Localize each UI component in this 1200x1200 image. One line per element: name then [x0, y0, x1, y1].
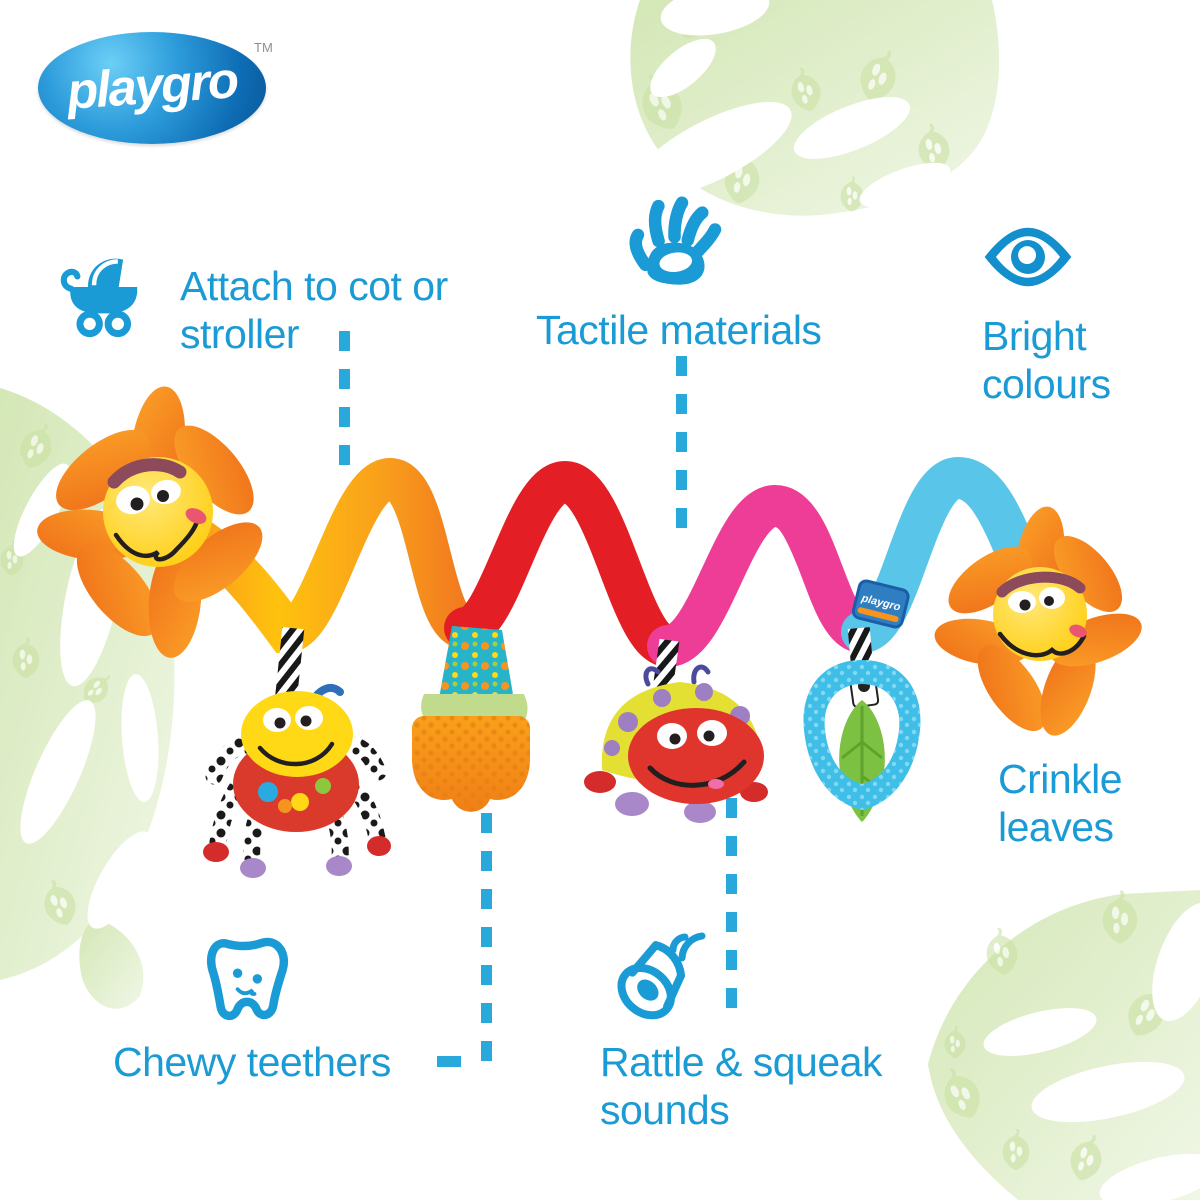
connector-chewy-horizontal [437, 1056, 461, 1067]
hanging-toy-ladybug [584, 638, 768, 823]
eye-icon [984, 227, 1072, 287]
ladybug-smile [647, 759, 747, 788]
playgro-logo: playgro [38, 32, 266, 144]
paw-ribbon [438, 626, 514, 704]
flower-left [37, 386, 263, 658]
flower-left-brow [107, 458, 187, 489]
hanging-toy-bee [203, 627, 391, 878]
feature-label-crinkle: Crinkle leaves [998, 756, 1123, 850]
hanging-toy-paw-teether [412, 626, 530, 812]
connector-rattle [726, 798, 737, 1024]
connector-tactile [676, 356, 687, 534]
flower-right [934, 506, 1142, 736]
spiral-body [141, 456, 1063, 667]
product-tag: playgro [851, 579, 910, 629]
tooth-icon [206, 937, 289, 1020]
leaf-blob-bottom-right [928, 890, 1200, 1200]
spiral-arc-red [444, 460, 689, 667]
spiral-arc-pink [647, 484, 883, 667]
pram-icon [60, 258, 138, 338]
hand-icon [629, 196, 722, 285]
flower-left-smile [113, 515, 201, 562]
connector-chewy [481, 813, 492, 1075]
rattle-icon [617, 932, 706, 1020]
feature-label-chewy: Chewy teethers [113, 1039, 391, 1085]
ladybug-antennae [643, 664, 711, 687]
bee-ribbon [275, 627, 305, 697]
feature-label-bright: Bright colours [982, 313, 1111, 407]
ladybug-face [628, 708, 764, 804]
flower-right-face [993, 567, 1087, 661]
hanging-toy-leaf-teether [803, 627, 921, 822]
trademark-symbol: TM [254, 40, 273, 55]
ladybug-ribbon [652, 638, 680, 696]
leaf-blob-top-right [629, 0, 1000, 216]
playgro-logo-text: playgro [64, 50, 239, 120]
bee-smile [257, 741, 335, 767]
flower-right-brow [996, 571, 1086, 598]
flower-right-smile [997, 631, 1087, 658]
feature-label-tactile: Tactile materials [536, 307, 822, 353]
connector-attach [339, 331, 350, 469]
feature-label-attach: Attach to cot or stroller [180, 263, 448, 357]
feature-label-rattle: Rattle & squeak sounds [600, 1039, 882, 1133]
